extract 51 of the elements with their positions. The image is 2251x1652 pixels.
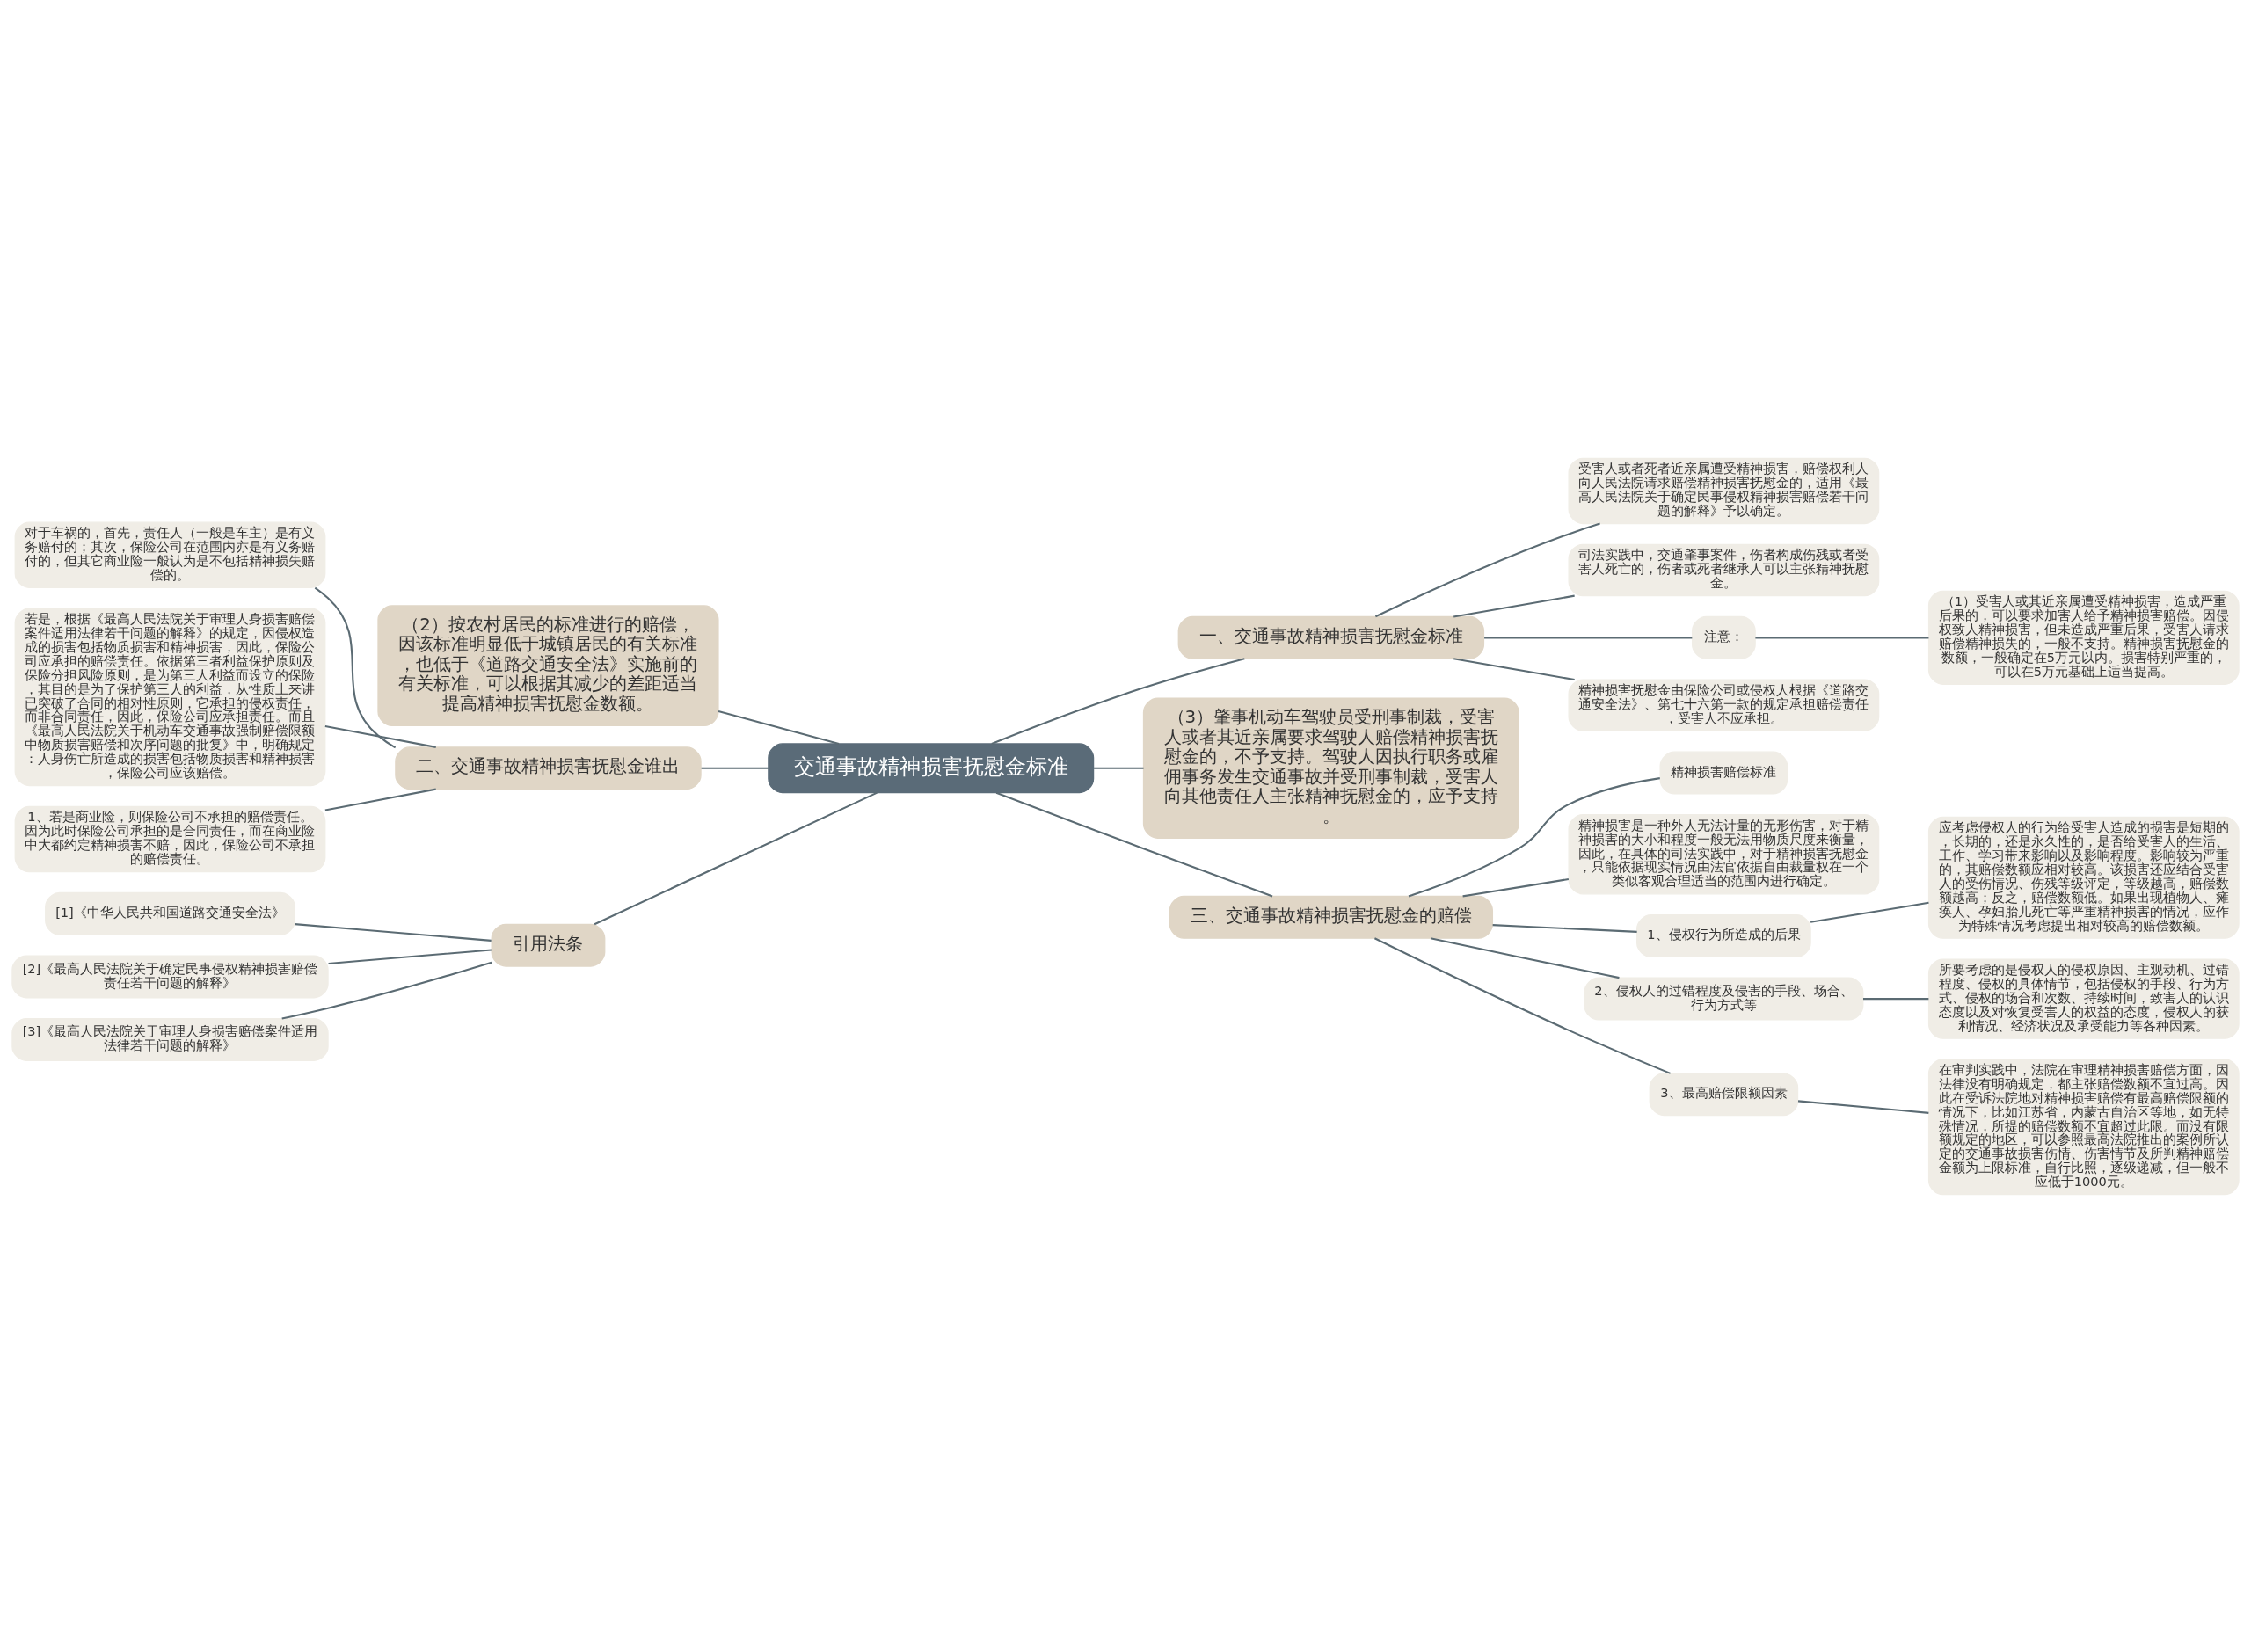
node-box: （2）按农村居民的标准进行的赔偿，因该标准明显低于城镇居民的有关标准，也低于《道路交通安全法》实施前的有关标准，可以根据其减少的差距适当提高精神损害抚慰金数额。	[377, 604, 719, 726]
connector	[1453, 594, 1575, 617]
connector	[1408, 776, 1660, 897]
connector	[281, 961, 492, 1020]
node-box: 精神损害赔偿标准	[1659, 751, 1788, 795]
node-box: 1、侵权行为所造成的后果	[1636, 913, 1811, 957]
connector	[1094, 767, 1144, 769]
node-box: 应考虑侵权人的行为给受害人造成的损害是短期的，长期的，还是永久性的，是否给受害人的生活、工作、学习带来影响以及影响程度。影响较为严重的，其赔偿数额应相对较高。该损害还应结合受害人的受伤情况、伤残等级评定，等级越高，赔偿数额越高；反之，赔偿数额低。如果出现植物人、瘫痪人、孕妇胎儿死亡等严重精神损害的情况，应作为特殊情况考虑提出相对较高的赔偿数额。	[1927, 816, 2240, 939]
node-box: 精神损害抚慰金由保险公司或侵权人根据《道路交通安全法》、第七十六第一款的规定承担赔偿责任，受害人不应承担。	[1568, 678, 1880, 731]
connector	[1374, 522, 1600, 617]
connector	[1430, 936, 1620, 979]
connector	[295, 922, 492, 942]
connector	[1755, 636, 1929, 638]
node-box: 3、最高赔偿限额因素	[1649, 1072, 1799, 1116]
connector	[1484, 636, 1693, 638]
connector	[718, 710, 840, 745]
connector	[594, 791, 878, 925]
connector	[324, 724, 436, 748]
node-box: [3]《最高人民法院关于审理人身损害赔偿案件适用法律若干问题的解释》	[11, 1017, 329, 1061]
node-box: [2]《最高人民法院关于确定民事侵权精神损害赔偿责任若干问题的解释》	[11, 954, 329, 998]
connector	[1863, 997, 1929, 1000]
connector	[314, 586, 397, 748]
node-box: （3）肇事机动车驾驶员受刑事制裁，受害人或者其近亲属要求驾驶人赔偿精神损害抚慰金的，不予支持。驾驶人因执行职务或雇佣事务发生交通事故并受刑事制裁，受害人向其他责任人主张精神抚慰金的，应予支持。	[1142, 697, 1519, 839]
connector	[324, 788, 436, 811]
node-box: （1）受害人或其近亲属遭受精神损害，造成严重后果的，可以要求加害人给予精神损害赔偿。因侵权致人精神损害，但未造成严重后果，受害人请求赔偿精神损失的，一般不支持。精神损害抚慰金的数额，一般确定在5万元以内。损害特别严重的，可以在5万元基础上适当提高。	[1927, 590, 2240, 685]
node-box: 司法实践中，交通肇事案件，伤者构成伤残或者受害人死亡的，伤者或死者继承人可以主张精神抚慰金。	[1568, 543, 1880, 596]
connector	[701, 767, 769, 769]
node-box: 所要考虑的是侵权人的侵权原因、主观动机、过错程度、侵权的具体情节，包括侵权的手段、行为方式、侵权的场合和次数、持续时间，致害人的认识态度以及对恢复受害人的权益的态度，侵权人的获利情况、经济状况及承受能力等各种因素。	[1927, 957, 2240, 1039]
node-box: 1、若是商业险，则保险公司不承担的赔偿责任。因为此时保险公司承担的是合同责任，而在商业险中大都约定精神损害不赔，因此，保险公司不承担的赔偿责任。	[14, 805, 326, 872]
node-box: 在审判实践中，法院在审理精神损害赔偿方面，因法律没有明确规定，都主张赔偿数额不宜过高。因此在受诉法院地对精神损害赔偿有最高赔偿限额的情况下，比如江苏省，内蒙古自治区等地，如无特殊情况，所提的赔偿数额不宜超过此限。而没有限额规定的地区，可以参照最高法院推出的案例所认定的交通事故损害伤情、伤害情节及所判精神赔偿金额为上限标准，自行比照，逐级递减，但一般不应低于1000元。	[1927, 1058, 2240, 1195]
node-box: 引用法条	[491, 923, 606, 967]
connector	[328, 948, 492, 964]
node-box: 若是，根据《最高人民法院关于审理人身损害赔偿案件适用法律若干问题的解释》的规定，因侵权造成的损害包括物质损害和精神损害，因此，保险公司应承担的赔偿责任。依据第三者利益保护原则及保险分担风险原则，是为第三人利益而设立的保险，其目的是为了保护第三人的利益，从性质上来讲已突破了合同的相对性原则，它承担的侵权责任，而非合同责任，因此，保险公司应承担责任。而且《最高人民法院关于机动车交通事故强制赔偿限额中物质损害赔偿和次序问题的批复》中，明确规定：人身伤亡所造成的损害包括物质损害和精神损害，保险公司应该赔偿。	[14, 608, 326, 786]
connector	[1453, 657, 1575, 680]
node-box: 受害人或者死者近亲属遭受精神损害，赔偿权利人向人民法院请求赔偿精神损害抚慰金的，适用《最高人民法院关于确定民事侵权精神损害赔偿若干问题的解释》予以确定。	[1568, 457, 1880, 524]
node-box: 对于车祸的，首先，责任人（一般是车主）是有义务赔付的；其次，保险公司在范围内亦是有义务赔付的，但其它商业险一般认为是不包括精神损失赔偿的。	[14, 521, 326, 588]
node-box: 二、交通事故精神损害抚慰金谁出	[395, 746, 702, 790]
node-box: [1]《中华人民共和国道路交通安全法》	[45, 891, 295, 935]
connector	[1810, 901, 1929, 923]
node-box: 精神损害是一种外人无法计量的无形伤害，对于精神损害的大小和程度一般无法用物质尺度来衡量，因此，在具体的司法实践中，对于精神损害抚慰金，只能依据现实情况由法官依据自由裁量权在一个类似客观合理适当的范围内进行确定。	[1568, 813, 1880, 894]
connector	[1492, 923, 1637, 933]
connector	[1373, 936, 1672, 1074]
node-box: 注意：	[1691, 615, 1756, 659]
node-box: 三、交通事故精神损害抚慰金的赔偿	[1169, 895, 1494, 939]
connector	[995, 791, 1273, 897]
node-box: 交通事故精神损害抚慰金标准	[768, 742, 1095, 793]
connector	[1797, 1099, 1929, 1114]
node-box: 2、侵权人的过错程度及侵害的手段、场合、行为方式等	[1584, 977, 1864, 1021]
connector	[991, 657, 1245, 745]
connector	[1462, 877, 1570, 897]
node-box: 一、交通事故精神损害抚慰金标准	[1177, 615, 1485, 659]
